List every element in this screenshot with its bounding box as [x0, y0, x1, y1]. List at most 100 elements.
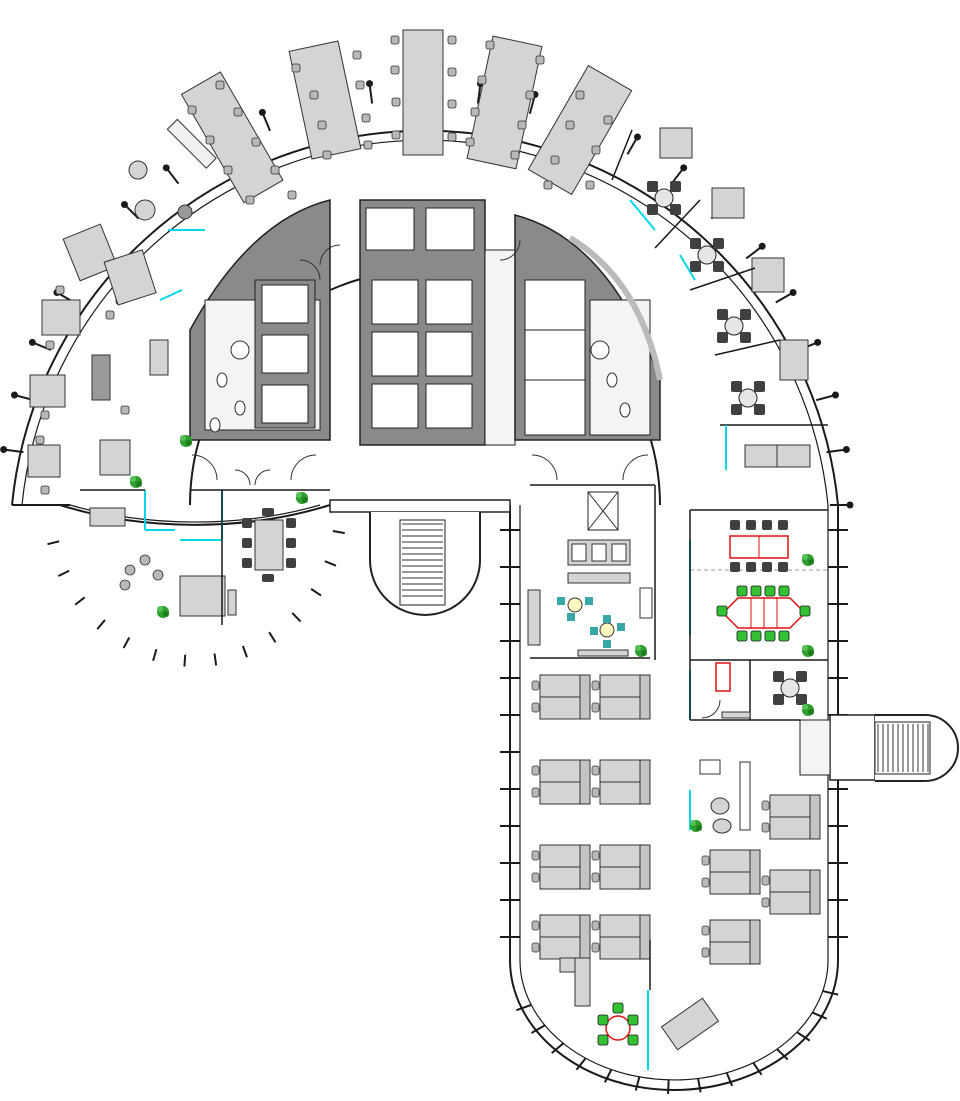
mullion [752, 1062, 763, 1076]
office-chair [120, 405, 130, 415]
office-chair [233, 107, 243, 117]
mullion-cap [120, 200, 128, 208]
mullion-cap [758, 242, 766, 250]
desk-cluster [591, 759, 651, 805]
office-chair [535, 55, 545, 65]
desk-cluster [761, 794, 821, 840]
office-chair [391, 97, 401, 107]
office-chair [355, 80, 365, 90]
office-chair [245, 195, 255, 205]
mullion-cap [842, 446, 850, 454]
lobby-meeting-room [119, 508, 296, 591]
office-chair [363, 140, 373, 150]
door-swing-icon [191, 239, 721, 719]
office-chair [40, 485, 50, 495]
mullion-cap [162, 164, 170, 172]
office-chair [361, 113, 371, 123]
mullion [241, 645, 248, 658]
desk-cluster [761, 869, 821, 915]
mullion-cap [832, 391, 840, 399]
mullion [812, 1011, 828, 1020]
office-chair [585, 180, 595, 190]
mullion [57, 569, 70, 577]
office-chair [205, 135, 215, 145]
desk-cluster [531, 914, 591, 960]
mullion [213, 653, 218, 666]
desk-cluster [701, 919, 761, 965]
main-stair-icon [329, 499, 511, 616]
mullion-cap [814, 338, 822, 346]
office-chair [223, 165, 233, 175]
conference-table [721, 597, 807, 629]
building-core [189, 199, 663, 446]
toilet-icon [209, 340, 631, 433]
mullion-cap [634, 133, 641, 141]
east-wing [690, 424, 828, 721]
mullion [268, 631, 277, 643]
mullion-cap [680, 164, 688, 172]
office-chair [447, 35, 457, 45]
desk-cluster [701, 849, 761, 895]
office-chair [317, 120, 327, 130]
desk-cluster [591, 844, 651, 890]
desk-cluster [531, 844, 591, 890]
office-chair [525, 90, 535, 100]
office-chair [565, 120, 575, 130]
mullion [822, 990, 839, 996]
office-chair [287, 190, 297, 200]
office-chair [45, 340, 55, 350]
office-chair [390, 35, 400, 45]
mullion-cap [366, 80, 374, 88]
mullion-cap [0, 446, 8, 454]
office-chair [470, 107, 480, 117]
office-chair [447, 99, 457, 109]
mullion [74, 596, 86, 606]
office-chair [485, 40, 495, 50]
office-chair [517, 120, 527, 130]
office-chair [270, 165, 280, 175]
office-chair [352, 50, 362, 60]
office-chair [35, 435, 45, 445]
mullion [697, 1078, 702, 1093]
office-chair [251, 137, 261, 147]
east-stair-icon [799, 714, 959, 782]
open-office-workstations [180, 29, 633, 204]
office-chair [477, 75, 487, 85]
mullion-cap [28, 338, 36, 346]
mullion [667, 1079, 670, 1094]
desk-cluster [531, 759, 591, 805]
office-chair [543, 180, 553, 190]
mullion [516, 1004, 532, 1012]
office-chair [55, 285, 65, 295]
mullion [796, 1031, 811, 1042]
service-core [527, 491, 653, 659]
desk-cluster [591, 674, 651, 720]
mullion [603, 1069, 613, 1083]
mullion [47, 540, 60, 546]
mullion [152, 648, 158, 662]
office-chair [391, 130, 401, 140]
desk-cluster [591, 914, 651, 960]
office-chair [322, 150, 332, 160]
desk-cluster [531, 674, 591, 720]
mullion [725, 1072, 734, 1087]
mullion-cap [846, 501, 854, 509]
private-offices [646, 127, 809, 416]
office-chair [465, 137, 475, 147]
mullion [530, 1024, 546, 1034]
mullion [324, 560, 337, 567]
office-chair [591, 145, 601, 155]
mullion [332, 530, 345, 535]
office-chair [603, 115, 613, 125]
office-chair [187, 105, 197, 115]
office-chair [447, 67, 457, 77]
office-chair [309, 90, 319, 100]
round-table-green [559, 957, 720, 1051]
office-chair [105, 310, 115, 320]
office-chair [550, 155, 560, 165]
office-chair [40, 410, 50, 420]
mullion [183, 654, 187, 667]
office-chair [390, 65, 400, 75]
facade-mullions [0, 76, 854, 1094]
